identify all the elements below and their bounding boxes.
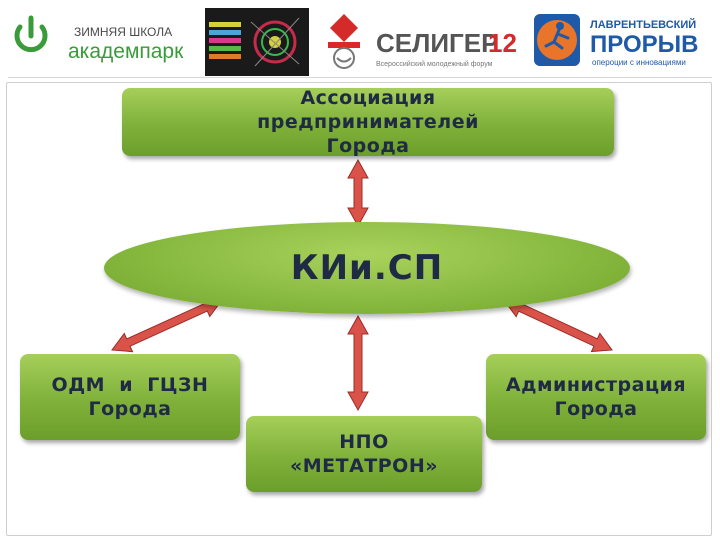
akadempark-line1: ЗИМНЯЯ ШКОЛА <box>74 25 172 39</box>
seliger-subtitle: Всероссийский молодежный форум <box>376 60 493 68</box>
arrow-center-bottom <box>347 314 369 412</box>
node-npo-metatron: НПО «МЕТАТРОН» <box>246 416 482 492</box>
akadempark-line2: академпарк <box>68 40 184 63</box>
logo-bar: ЗИМНЯЯ ШКОЛА академпарк СЕЛИГЕР 12 Всеро… <box>0 0 720 78</box>
akadempark-logo: ЗИМНЯЯ ШКОЛА академпарк <box>14 15 184 63</box>
arrow-top-center <box>347 158 369 228</box>
node-administration: Администрация Города <box>486 354 706 440</box>
node-administration-label: Администрация Города <box>505 374 687 420</box>
node-entrepreneurs-association-label: Ассоциация предпринимателей Города <box>257 87 479 157</box>
node-odm-gczn-label: ОДМ и ГЦЗН Города <box>51 374 216 420</box>
seliger-emblem-icon <box>328 14 360 69</box>
lavrentyevsky-line1: ЛАВРЕНТЬЕВСКИЙ <box>590 18 696 31</box>
runner-emblem-icon <box>534 14 580 66</box>
node-npo-metatron-label: НПО «МЕТАТРОН» <box>289 431 439 477</box>
lavrentyevsky-line3: опероции с инновациями <box>592 58 686 67</box>
lavrentyevsky-logo: ЛАВРЕНТЬЕВСКИЙ ПРОРЫВ опероции с инновац… <box>534 14 698 67</box>
forum-poster-image <box>205 8 309 76</box>
content-frame <box>6 82 712 536</box>
seliger-name: СЕЛИГЕР <box>376 28 498 58</box>
node-entrepreneurs-association: Ассоциация предпринимателей Города <box>122 87 614 157</box>
seliger-year: 12 <box>488 28 517 58</box>
node-center-kiisp: КИи.СП <box>104 222 630 314</box>
node-center-label: КИи.СП <box>290 248 444 288</box>
seliger-logo: СЕЛИГЕР 12 Всероссийский молодежный фору… <box>328 14 517 69</box>
node-odm-gczn: ОДМ и ГЦЗН Города <box>20 354 240 440</box>
lavrentyevsky-line2: ПРОРЫВ <box>590 31 698 58</box>
header-divider <box>8 77 712 78</box>
power-icon <box>14 15 48 53</box>
